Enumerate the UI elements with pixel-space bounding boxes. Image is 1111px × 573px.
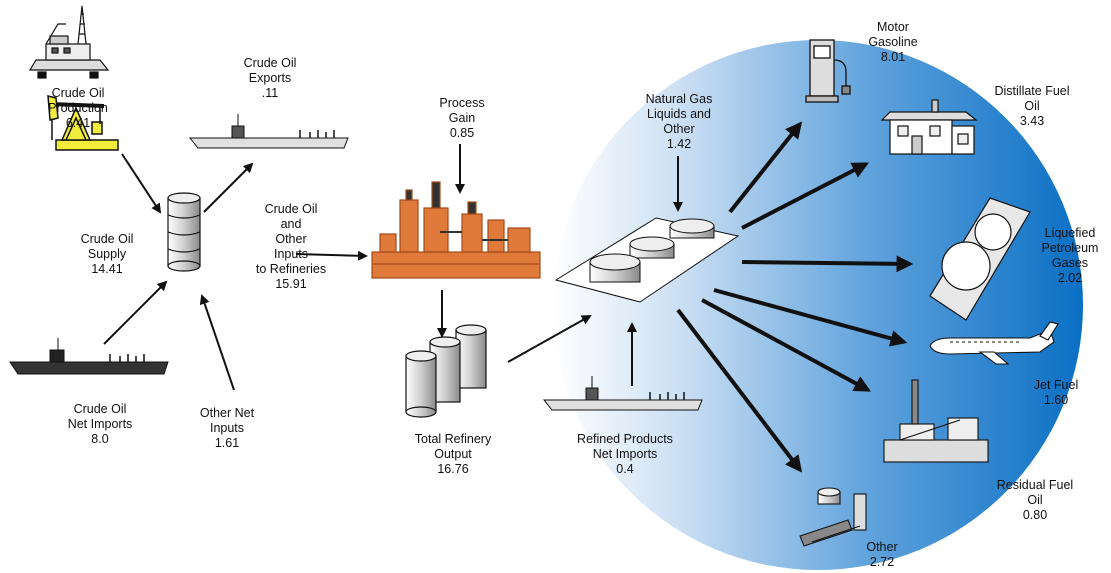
label-value: 8.01 — [880, 50, 906, 64]
label-jet-fuel: Jet Fuel 1.60 — [1016, 378, 1096, 408]
label-value: 1.61 — [214, 436, 240, 450]
arrow-supply-to-exports — [203, 162, 254, 213]
jet-icon — [929, 321, 1059, 365]
label-value: 1.42 — [666, 137, 692, 151]
label-line: Oil — [1027, 493, 1043, 507]
label-other: Other 2.72 — [842, 540, 922, 570]
label-line: and — [280, 217, 302, 231]
arrow-to-motor-gasoline — [728, 121, 803, 214]
label-line: Other — [663, 122, 695, 136]
label-line: Other — [866, 540, 898, 554]
label-line: Other Net — [199, 406, 255, 420]
label-motor-gasoline: Motor Gasoline 8.01 — [848, 20, 938, 65]
label-line: Total Refinery — [414, 432, 492, 446]
label-line: Oil — [1024, 99, 1040, 113]
label-line: Motor — [877, 20, 909, 34]
label-line: Liquids and — [647, 107, 711, 121]
label-line: Crude Oil — [264, 202, 318, 216]
arrow-to-jet-fuel — [713, 288, 908, 347]
label-line: Inputs — [209, 421, 245, 435]
refined-imports-tanker-icon — [542, 376, 703, 411]
label-line: Gasoline — [868, 35, 918, 49]
label-total-output: Total Refinery Output 16.76 — [398, 432, 508, 477]
label-value: .11 — [261, 86, 279, 100]
label-line: Natural Gas — [645, 92, 713, 106]
label-value: 2.72 — [869, 555, 895, 569]
refinery-icon — [371, 181, 541, 279]
output-barrels-icon — [405, 324, 487, 418]
arrow-production-to-supply — [121, 153, 162, 214]
house-icon — [880, 99, 978, 155]
offshore-rig-icon — [28, 5, 110, 79]
label-line: to Refineries — [255, 262, 327, 276]
pumpjack-icon — [47, 95, 119, 151]
label-value: 16.76 — [437, 462, 469, 476]
gas-pump-icon — [805, 39, 851, 103]
label-line: Petroleum — [1041, 241, 1099, 255]
flow-arrows — [103, 121, 914, 473]
label-residual: Residual Fuel Oil 0.80 — [980, 478, 1090, 523]
label-value: 8.0 — [91, 432, 109, 446]
label-value: 0.80 — [1022, 508, 1048, 522]
arrow-to-distillate — [741, 162, 869, 230]
label-line: Gases — [1051, 256, 1089, 270]
label-line: Exports — [248, 71, 292, 85]
label-refined-imports: Refined Products Net Imports 0.4 — [560, 432, 690, 477]
lpg-tanks-icon — [929, 197, 1031, 321]
label-line: Refined Products — [577, 432, 673, 446]
label-line: Supply — [87, 247, 127, 261]
storage-tanks-icon — [554, 217, 740, 303]
industrial-plant-icon — [883, 379, 989, 463]
arrow-supply-to-refinery — [295, 250, 368, 261]
arrow-to-other — [676, 308, 803, 473]
label-line: Output — [434, 447, 472, 461]
import-tanker-icon — [9, 338, 169, 375]
label-value: 14.41 — [91, 262, 123, 276]
label-line: Distillate Fuel — [994, 84, 1070, 98]
label-crude-exports: Crude Oil Exports .11 — [230, 56, 310, 101]
label-crude-supply: Crude Oil Supply 14.41 — [62, 232, 152, 277]
label-value: 0.4 — [616, 462, 634, 476]
label-value: 1.60 — [1043, 393, 1069, 407]
label-ngl: Natural Gas Liquids and Other 1.42 — [624, 92, 734, 152]
label-line: Jet Fuel — [1033, 378, 1079, 392]
label-line: Crude Oil — [243, 56, 297, 70]
other-products-icon — [799, 487, 867, 547]
arrow-other-inputs-to-supply — [199, 294, 235, 391]
label-value: 2.02 — [1057, 271, 1083, 285]
label-process-gain: Process Gain 0.85 — [422, 96, 502, 141]
label-line: Residual Fuel — [996, 478, 1074, 492]
label-line: Gain — [448, 111, 476, 125]
arrow-output-to-storage — [507, 315, 592, 363]
label-line: Other — [275, 232, 307, 246]
label-lpg: Liquefied Petroleum Gases 2.02 — [1030, 226, 1110, 286]
label-refinery-inputs: Crude Oil and Other Inputs to Refineries… — [236, 202, 346, 292]
export-tanker-icon — [188, 114, 349, 149]
label-line: Inputs — [273, 247, 309, 261]
label-line: Crude Oil — [51, 86, 105, 100]
label-crude-imports: Crude Oil Net Imports 8.0 — [50, 402, 150, 447]
arrow-to-lpg — [741, 255, 914, 273]
label-value: 3.43 — [1019, 114, 1045, 128]
label-line: Process — [439, 96, 485, 110]
label-line: Crude Oil — [73, 402, 127, 416]
label-value: 15.91 — [275, 277, 307, 291]
arrow-to-residual — [701, 298, 871, 392]
label-other-net-inputs: Other Net Inputs 1.61 — [182, 406, 272, 451]
label-value: 6.41 — [65, 116, 91, 130]
crude-supply-barrels-icon — [167, 192, 201, 272]
label-line: Crude Oil — [80, 232, 134, 246]
label-line: Net Imports — [67, 417, 133, 431]
label-crude-production: Crude Oil Production 6.41 — [28, 86, 128, 131]
label-line: Net Imports — [592, 447, 658, 461]
label-value: 0.85 — [449, 126, 475, 140]
arrow-imports-to-supply — [103, 280, 168, 345]
label-distillate: Distillate Fuel Oil 3.43 — [972, 84, 1092, 129]
label-line: Production — [48, 101, 108, 115]
label-line: Liquefied — [1044, 226, 1096, 240]
